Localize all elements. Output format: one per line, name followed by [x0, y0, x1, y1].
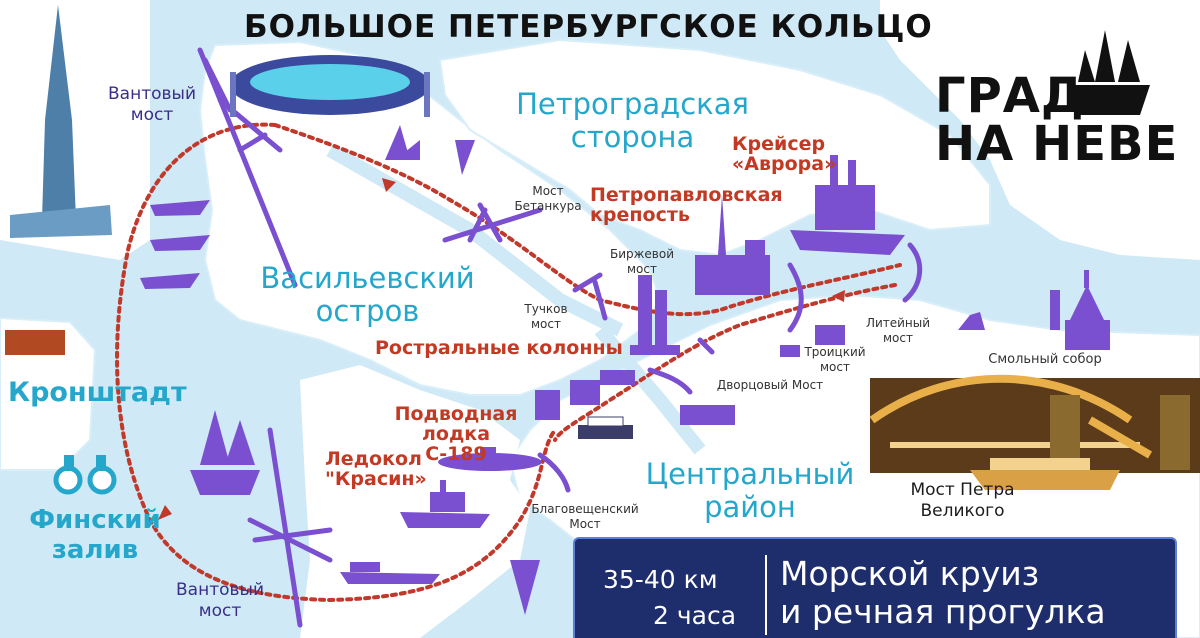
label-troitsky: Троицкий мост — [804, 345, 866, 374]
ship-logo-icon — [1070, 30, 1150, 115]
label-blagoveshchensky: Благовещенский Мост — [531, 502, 639, 531]
label-fortress: Петропавловская крепость — [590, 184, 783, 226]
label-columns: Ростральные колонны — [375, 337, 623, 359]
landmark-icons — [5, 5, 1150, 615]
route-description-line-1: Морской круиз — [780, 554, 1040, 593]
route-river-downstream — [553, 283, 897, 442]
label-vantovy-bottom: Вантовый мост — [176, 580, 264, 622]
left-shore — [0, 0, 150, 260]
aurora-cruiser-icon — [790, 155, 905, 255]
label-liteyny: Литейный мост — [865, 316, 931, 345]
route-description-line-2: и речная прогулка — [780, 591, 1106, 631]
label-birzhevoy: Биржевой мост — [609, 247, 675, 276]
label-submarine: Подводная лодка С-189 — [394, 403, 518, 465]
buildings-icons — [535, 325, 845, 425]
peter-paul-fortress-icon — [695, 195, 770, 295]
tanker-icon — [340, 562, 440, 584]
logo-line-1: ГРАД — [935, 68, 1085, 124]
troitsky-bridge-icon — [787, 262, 804, 333]
water-channels — [326, 143, 706, 455]
liteyny-bridge-icon — [902, 242, 923, 303]
route-duration: 2 часа — [653, 601, 737, 630]
petra-velikogo-bridge-illustration — [869, 374, 1200, 490]
label-tuchkov: Тучков мост — [524, 302, 568, 331]
tuchkov-bridge-icon — [572, 272, 603, 293]
blagoveshchensky-bridge-icon — [537, 452, 571, 493]
bridge-icons — [197, 47, 923, 628]
tower-icon — [1050, 290, 1060, 330]
arrow-icon — [158, 505, 172, 520]
district-vasilyevsky: Васильевский остров — [260, 261, 475, 329]
arrow-icon — [832, 290, 845, 302]
sphinx-icon — [958, 312, 985, 330]
district-gulf: Финский залив — [29, 505, 161, 565]
smolny-cathedral-icon — [1065, 270, 1110, 350]
birzhevoy-bridge-icon — [592, 279, 608, 321]
rostral-columns-icon — [630, 275, 680, 355]
label-vantovy-top: Вантовый мост — [108, 84, 196, 126]
info-divider — [765, 555, 767, 635]
district-petrogradskaya: Петроградская сторона — [516, 87, 749, 155]
route-info-box: 35-40 км 2 часа Морской круиз и речная п… — [573, 537, 1177, 638]
label-smolny: Смольный собор — [988, 352, 1102, 367]
sailing-ship-icon — [190, 410, 260, 495]
cruise-ships-icon — [140, 200, 210, 289]
district-central: Центральный район — [645, 457, 855, 525]
betancourt-bridge-icon — [442, 202, 543, 243]
yacht-club-bridge-icon — [697, 337, 715, 355]
kronstadt-area — [0, 316, 97, 471]
icebreaker-icon — [400, 480, 490, 528]
label-betancourt: Мост Бетанкура — [514, 184, 582, 213]
dvortsovy-bridge-icon — [647, 367, 693, 395]
lakhta-tower-icon — [10, 5, 112, 238]
district-kronstadt: Кронштадт — [8, 377, 187, 408]
river-boat-icon — [578, 416, 633, 439]
route-sea-loop — [115, 122, 557, 603]
route-distance: 35-40 км — [603, 565, 718, 594]
stadium-icon — [230, 55, 430, 117]
route-description: Морской круиз и речная прогулка — [780, 555, 1106, 631]
logo-line-2: НА НЕВЕ — [935, 116, 1179, 172]
label-aurora: Крейсер «Аврора» — [732, 133, 837, 175]
kronstadt-buildings-icon — [5, 330, 65, 355]
cable-bridge-top-icon — [197, 47, 298, 288]
arrow-icon — [382, 178, 396, 192]
label-dvortsovy: Дворцовый Мост — [716, 378, 824, 392]
cable-bridge-bottom-icon — [247, 427, 333, 628]
label-icebreaker: Ледокол "Красин» — [325, 448, 427, 490]
binoculars-icon — [53, 455, 117, 495]
label-petra-velikogo: Мост Петра Великого — [910, 480, 1015, 522]
route-arrows — [158, 178, 845, 520]
submarine-icon — [438, 447, 542, 471]
crane-icons — [455, 140, 540, 615]
north-shore — [880, 0, 1200, 260]
map-title: БОЛЬШОЕ ПЕТЕРБУРГСКОЕ КОЛЬЦО — [244, 9, 933, 45]
yacht-icon — [385, 125, 420, 160]
